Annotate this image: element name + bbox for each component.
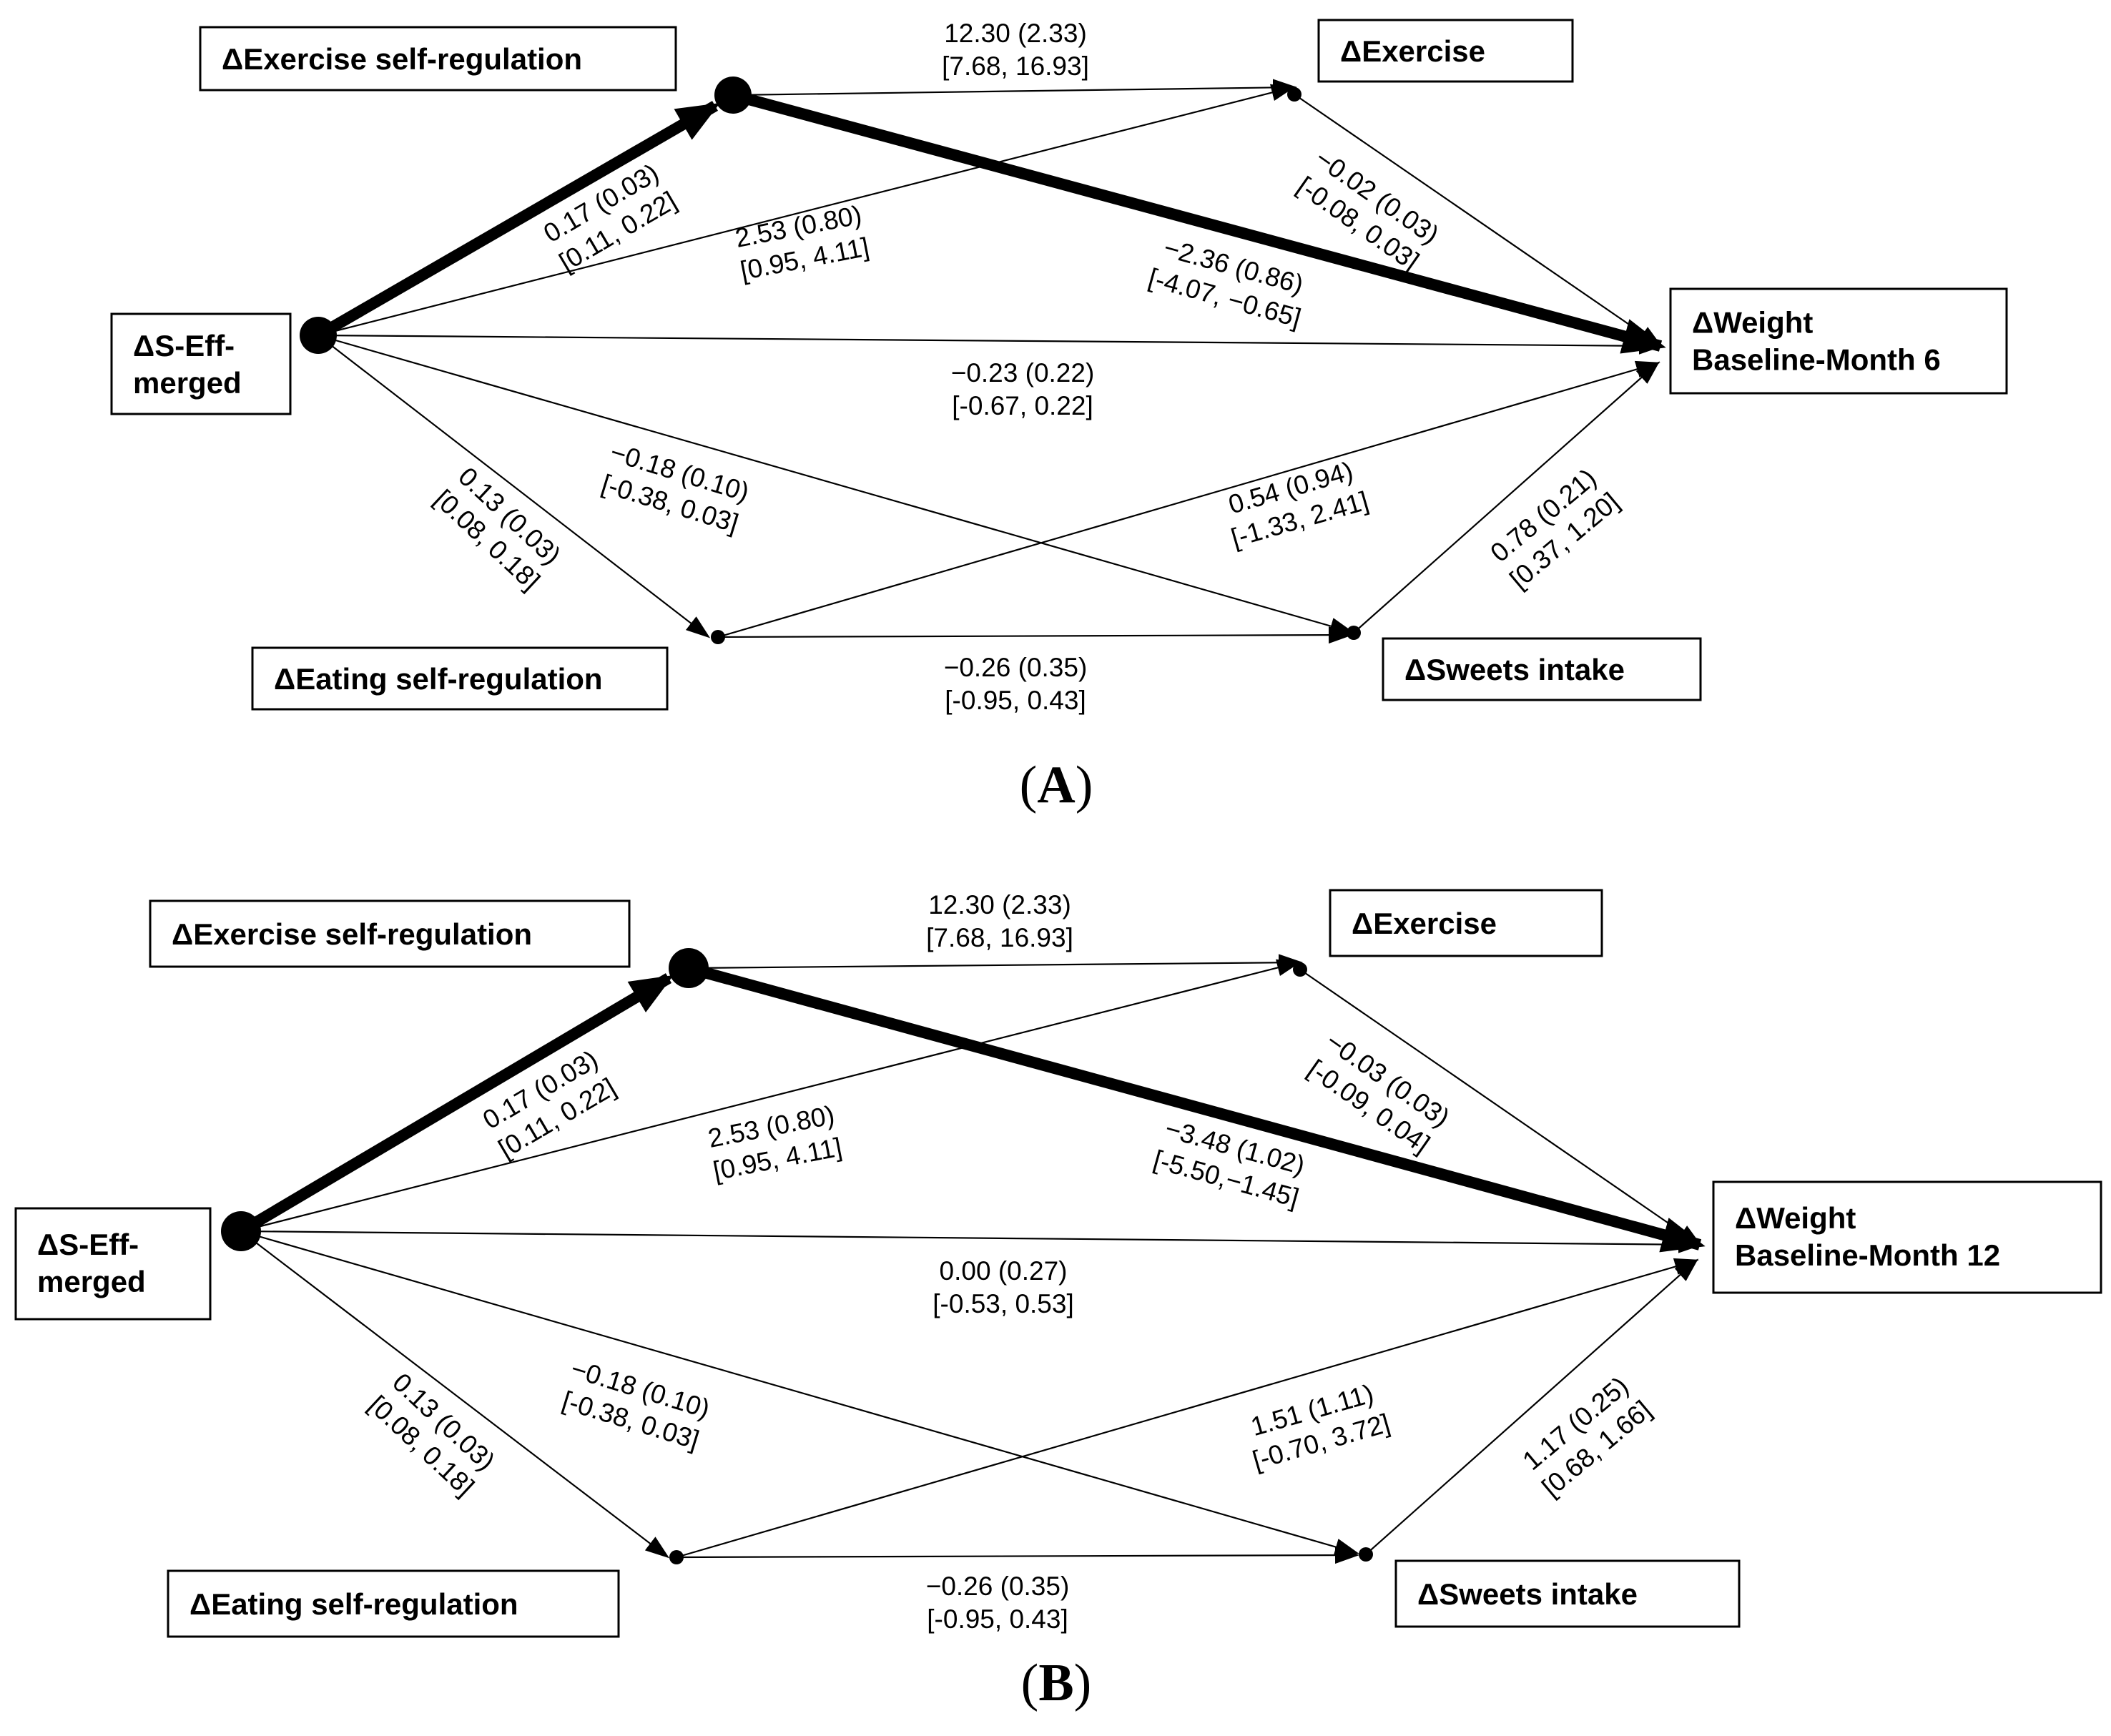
node-label-line2: Baseline-Month 12 xyxy=(1735,1238,2000,1272)
path-label-sEff-exSR: 0.17 (0.03)[0.11, 0.22] xyxy=(538,158,681,277)
path-ci: [7.68, 16.93] xyxy=(942,51,1089,81)
path-arrow-exSR-ex xyxy=(688,954,1303,972)
path-arrow-exSR-ex xyxy=(732,79,1297,97)
path-label-sEff-weight: 0.00 (0.27) [-0.53, 0.53] xyxy=(933,1256,1073,1318)
path-arrow-eatSR-sweets xyxy=(676,1547,1359,1564)
node-box-sweets: ΔSweets intake xyxy=(1382,637,1702,701)
node-dot-sweets xyxy=(1359,1547,1373,1562)
node-label: ΔExercise xyxy=(1340,34,1485,68)
path-label-sEff-sweets: −0.18 (0.10)[-0.38, 0.03] xyxy=(599,437,753,538)
panel-b: 0.17 (0.03)[0.11, 0.22] 12.30 (2.33) [7.68… xyxy=(14,889,2102,1712)
path-label-eatSR-sweets: −0.26 (0.35) [-0.95, 0.43] xyxy=(926,1572,1070,1634)
path-ci: [-0.67, 0.22] xyxy=(952,391,1093,420)
path-label-sEff-weight: −0.23 (0.22) [-0.67, 0.22] xyxy=(951,358,1095,420)
path-label-eatSR-weight: 1.51 (1.11)[-0.70, 3.72] xyxy=(1248,1379,1394,1475)
path-label-eatSR-sweets: −0.26 (0.35) [-0.95, 0.43] xyxy=(944,653,1088,715)
node-box-ex: ΔExercise xyxy=(1317,19,1574,83)
path-label-sweets-weight: 0.78 (0.21)[0.37, 1.20] xyxy=(1485,463,1624,595)
panel-letter: A xyxy=(1037,756,1075,814)
node-box-eatSR: ΔEating self-regulation xyxy=(167,1569,620,1638)
node-dot-ex xyxy=(1287,87,1301,102)
node-label: ΔExercise xyxy=(1352,907,1497,940)
path-estimate: 0.00 (0.27) xyxy=(940,1256,1068,1286)
path-estimate: −0.26 (0.35) xyxy=(926,1572,1070,1601)
path-estimate: 12.30 (2.33) xyxy=(944,19,1087,48)
panel-a: 0.17 (0.03)[0.11, 0.22] 12.30 (2.33) [7.68… xyxy=(110,19,2008,814)
path-label-sEff-eatSR: 0.13 (0.03)[0.08, 0.18] xyxy=(429,461,566,596)
node-dot-eatSR xyxy=(669,1550,684,1564)
path-arrow-eatSR-sweets xyxy=(717,626,1353,644)
node-label: ΔExercise self-regulation xyxy=(222,42,582,76)
node-dot-sEff xyxy=(221,1211,261,1251)
path-label-sEff-exSR: 0.17 (0.03)[0.11, 0.22] xyxy=(478,1045,621,1164)
path-arrow-sEff-exSR xyxy=(237,973,674,1236)
path-label-exSR-ex: 12.30 (2.33) [7.68, 16.93] xyxy=(926,890,1073,952)
path-ci: [7.68, 16.93] xyxy=(926,923,1073,952)
path-ci: [-0.95, 0.43] xyxy=(927,1604,1068,1634)
node-label: ΔSweets intake xyxy=(1417,1577,1638,1611)
path-label-exSR-ex: 12.30 (2.33) [7.68, 16.93] xyxy=(942,19,1089,81)
node-box-ex: ΔExercise xyxy=(1329,889,1603,957)
node-dot-eatSR xyxy=(711,630,725,644)
node-label-line2: merged xyxy=(37,1265,146,1298)
node-label-line2: merged xyxy=(133,366,242,400)
node-dot-exSR xyxy=(714,77,752,114)
node-dot-ex xyxy=(1293,962,1307,977)
path-arrow-sEff-ex xyxy=(240,959,1301,1233)
node-label-line1: ΔWeight xyxy=(1735,1201,1856,1235)
path-arrow-ex-weight xyxy=(1294,94,1663,348)
path-ci: [-0.95, 0.43] xyxy=(945,686,1086,715)
panel-label: (A) xyxy=(1020,756,1093,814)
path-estimate: 12.30 (2.33) xyxy=(928,890,1071,919)
node-label: ΔSweets intake xyxy=(1404,653,1625,686)
path-arrow-sEff-sweets xyxy=(240,1230,1359,1556)
path-arrow-sweets-weight xyxy=(1365,1258,1698,1555)
path-label-sEff-eatSR: 0.13 (0.03)[0.08, 0.18] xyxy=(363,1367,501,1501)
node-dot-sweets xyxy=(1347,626,1361,640)
node-label: ΔEating self-regulation xyxy=(190,1587,518,1621)
path-label-sEff-sweets: −0.18 (0.10)[-0.38, 0.03] xyxy=(559,1353,714,1454)
path-arrow-eatSR-weight xyxy=(717,360,1660,638)
path-estimate: −0.23 (0.22) xyxy=(951,358,1095,388)
path-label-sEff-ex: 2.53 (0.80)[0.95, 4.11] xyxy=(706,1100,845,1186)
path-arrow-sEff-exSR xyxy=(315,101,720,340)
node-label-line1: ΔS-Eff- xyxy=(37,1228,139,1261)
node-box-sweets: ΔSweets intake xyxy=(1394,1559,1741,1628)
path-label-sEff-ex: 2.53 (0.80)[0.95, 4.11] xyxy=(733,200,872,286)
node-box-exSR: ΔExercise self-regulation xyxy=(149,899,631,968)
path-arrow-sEff-sweets xyxy=(318,334,1354,635)
path-estimate: −0.26 (0.35) xyxy=(944,653,1088,682)
path-ci: [-0.53, 0.53] xyxy=(933,1289,1073,1318)
path-label-sweets-weight: 1.17 (0.25)[0.68, 1.66] xyxy=(1517,1371,1656,1503)
node-box-sEff: ΔS-Eff-merged xyxy=(110,312,292,415)
path-arrow-ex-weight xyxy=(1299,969,1703,1247)
path-arrow-exSR-weight xyxy=(731,89,1666,354)
path-arrow-sEff-eatSR xyxy=(318,335,711,638)
node-label: ΔExercise self-regulation xyxy=(172,917,532,951)
panel-label: (B) xyxy=(1021,1654,1092,1712)
path-arrow-sEff-weight xyxy=(240,1230,1703,1253)
path-arrow-exSR-weight xyxy=(687,962,1706,1253)
path-arrow-sweets-weight xyxy=(1353,361,1660,633)
path-arrow-sEff-ex xyxy=(318,84,1296,337)
panel-letter: B xyxy=(1038,1654,1073,1712)
path-arrow-eatSR-weight xyxy=(676,1258,1699,1559)
node-box-sEff: ΔS-Eff-merged xyxy=(14,1207,212,1321)
node-label: ΔEating self-regulation xyxy=(274,662,603,696)
node-box-eatSR: ΔEating self-regulation xyxy=(251,646,669,711)
path-arrow-sEff-eatSR xyxy=(240,1231,670,1559)
node-dot-exSR xyxy=(669,948,709,988)
node-box-exSR: ΔExercise self-regulation xyxy=(199,26,677,92)
node-label-line2: Baseline-Month 6 xyxy=(1692,342,1941,376)
path-arrow-sEff-weight xyxy=(318,334,1663,355)
node-label-line1: ΔWeight xyxy=(1692,305,1813,339)
node-label-line1: ΔS-Eff- xyxy=(133,329,235,363)
node-dot-sEff xyxy=(300,317,337,354)
